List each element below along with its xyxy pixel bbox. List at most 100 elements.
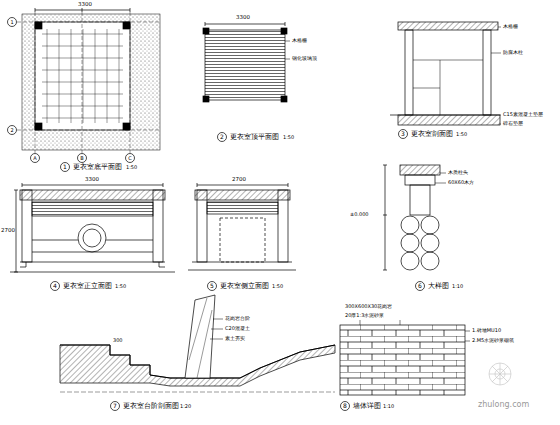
note: C20混凝土 (225, 326, 250, 331)
wall-detail-stroke (465, 331, 470, 341)
side-elevation-stroke (197, 183, 288, 187)
side-elevation-stroke (188, 262, 296, 270)
side-elevation (188, 183, 296, 291)
view-title: 更衣室剖面图 (411, 131, 453, 138)
axis-label: 2 (10, 128, 13, 133)
axis-label: B (80, 156, 83, 161)
roof-plan-stroke (205, 30, 285, 100)
side-elevation-stroke (220, 218, 265, 262)
view-title: 更衣室顶平面图 (230, 134, 279, 141)
note: 2.M5水泥砂浆砌筑 (472, 338, 514, 343)
ground-plan-stroke (17, 12, 160, 153)
scale: 1:50 (283, 135, 294, 140)
detail-view-stroke (421, 252, 439, 270)
roof-plan-stroke (218, 133, 227, 142)
note: 木格栅 (292, 38, 307, 43)
wall-detail-stroke (341, 402, 350, 411)
ground-plan-stroke (61, 163, 70, 172)
scale: 1:10 (383, 404, 394, 409)
ground-plan-stroke (47, 29, 48, 123)
ground-plan-stroke (42, 46, 123, 47)
view-number: 5 (210, 283, 214, 289)
step-section-stroke (185, 295, 215, 378)
axis-label: C (128, 156, 132, 161)
detail-view-stroke (416, 282, 425, 291)
axis-label: A (33, 156, 36, 161)
ground-plan-stroke (71, 29, 72, 123)
front-elevation-stroke (22, 190, 32, 262)
ground-plan-stroke (35, 22, 42, 29)
ground-plan-stroke (42, 29, 123, 123)
ground-plan-stroke (42, 118, 123, 119)
front-elevation-stroke (78, 224, 106, 252)
front-elevation-stroke (32, 202, 153, 216)
dimension: 300 (113, 338, 123, 343)
scale: 1:50 (115, 284, 126, 289)
ground-plan-stroke (107, 29, 108, 123)
front-elevation-stroke (14, 183, 163, 272)
step-section-stroke (210, 319, 223, 339)
section-view-stroke (491, 27, 501, 124)
section-view-stroke (398, 115, 500, 125)
ground-plan-stroke (119, 29, 120, 123)
ground-plan (8, 8, 161, 172)
ground-plan-stroke (22, 14, 160, 150)
side-elevation-stroke (207, 202, 278, 214)
detail-view (383, 165, 446, 291)
roof-plan-stroke (203, 28, 209, 34)
scale: 1:50 (272, 284, 283, 289)
view-title: 墙体详图 (353, 403, 381, 410)
detail-view-stroke (421, 216, 439, 234)
view-number: 3 (401, 131, 405, 137)
roof-plan (203, 22, 290, 142)
roof-plan-stroke (285, 41, 290, 59)
roof-plan-stroke (281, 96, 287, 102)
detail-view-stroke (421, 234, 439, 252)
view-number: 6 (418, 283, 422, 289)
front-elevation-stroke (83, 229, 101, 247)
side-elevation-stroke (195, 190, 290, 200)
step-section-stroke (111, 402, 120, 411)
note: 碎石垫层 (503, 121, 523, 126)
ground-plan-stroke (42, 106, 123, 107)
scale: 1:20 (180, 404, 191, 409)
ground-plan-stroke (42, 34, 123, 35)
section-view-stroke (405, 30, 413, 115)
elevation-mark: ±0.000 (350, 212, 369, 217)
ground-plan-stroke (59, 29, 60, 123)
front-elevation-stroke (20, 190, 165, 200)
axis-label: 1 (10, 20, 13, 25)
front-elevation (10, 183, 175, 291)
view-title: 更衣室侧立面图 (220, 283, 269, 290)
note: 60X60木方 (448, 180, 474, 185)
detail-view-stroke (405, 175, 435, 185)
detail-view-stroke (401, 234, 419, 252)
detail-view-stroke (410, 185, 430, 215)
ground-plan-stroke (31, 154, 40, 163)
step-section (60, 295, 335, 411)
wall-detail-stroke (360, 320, 400, 325)
dimension: 2700 (232, 177, 246, 183)
view-number: 1 (63, 164, 67, 170)
roof-plan-stroke (205, 22, 285, 26)
detail-view-stroke (383, 165, 387, 270)
front-elevation-stroke (32, 240, 153, 252)
dimension: 3300 (78, 2, 92, 8)
wall-detail-stroke (340, 325, 465, 395)
view-title: 更衣室台阶剖面图 (123, 403, 179, 410)
section-view-stroke (483, 30, 491, 115)
detail-view-stroke (401, 252, 419, 270)
front-elevation-stroke (51, 282, 60, 291)
front-elevation-stroke (153, 190, 163, 262)
note: 20厚1:3水泥砂浆 (345, 313, 384, 318)
ground-plan-stroke (8, 126, 17, 135)
note: 1.砖墙MU10 (472, 328, 501, 333)
roof-plan-stroke (281, 28, 287, 34)
ground-plan-stroke (123, 22, 130, 29)
note: 防腐木柱 (503, 50, 523, 55)
note: 花岗岩台阶 (225, 316, 250, 321)
section-view (390, 22, 501, 139)
view-number: 2 (220, 134, 224, 140)
step-section-stroke (189, 298, 212, 378)
